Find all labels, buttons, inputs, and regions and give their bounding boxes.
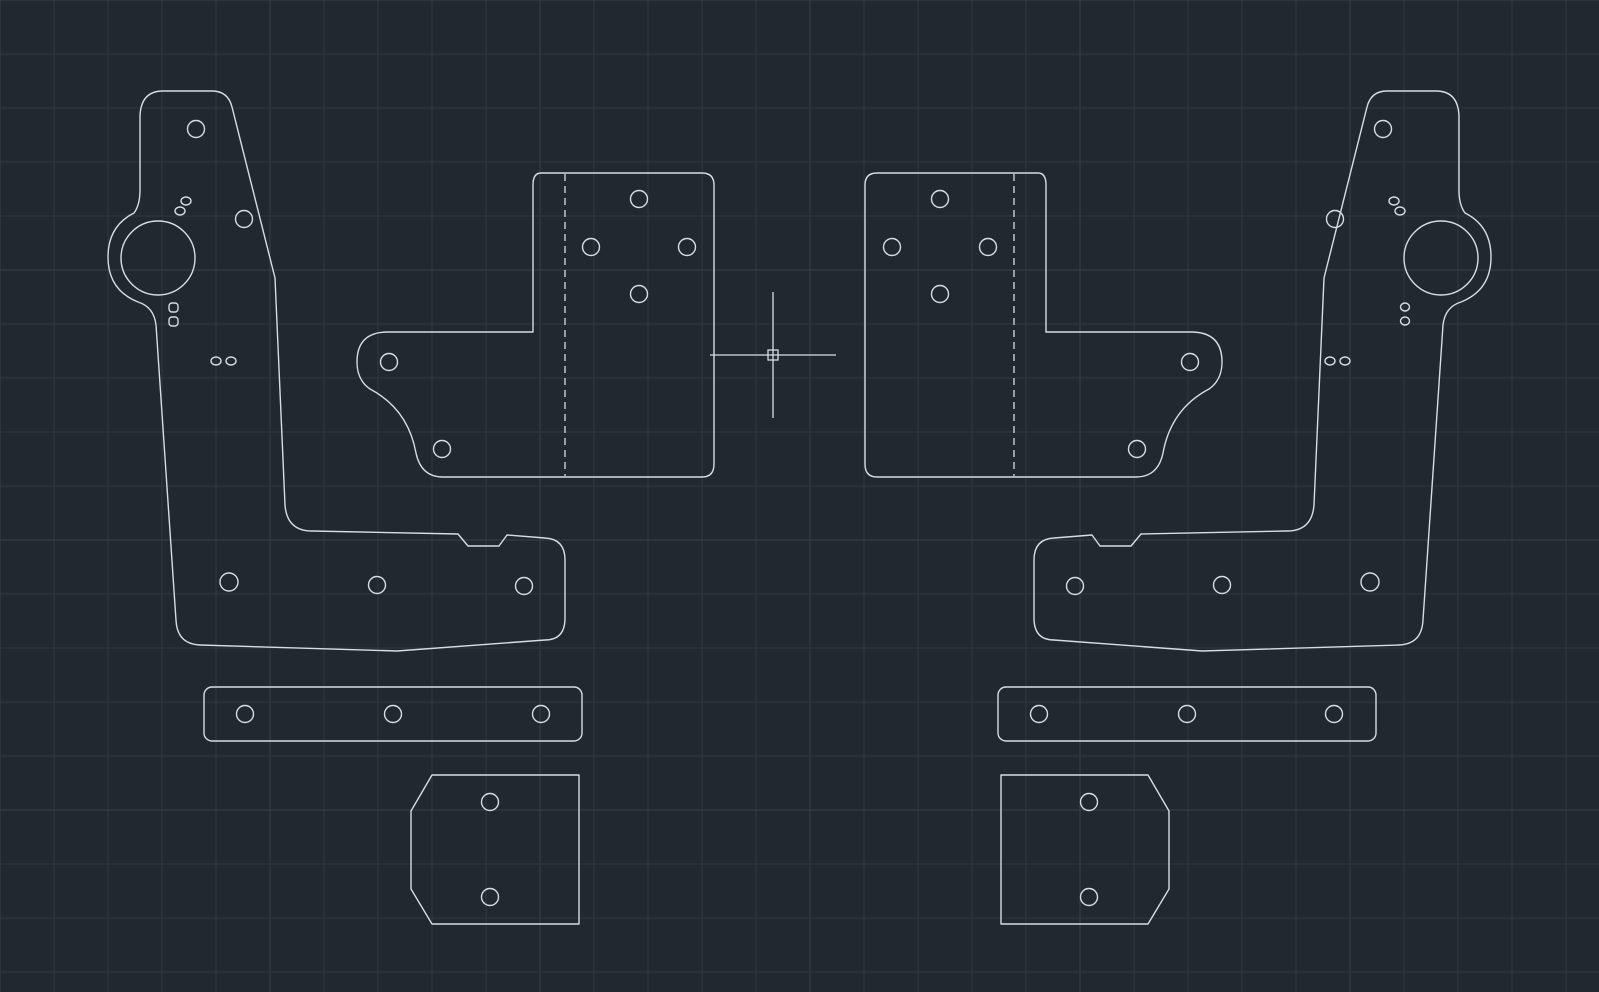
right-bar[interactable] (997, 686, 1377, 742)
left-bracket[interactable] (356, 172, 715, 478)
right-small-plate[interactable] (1000, 774, 1170, 925)
right-bracket[interactable] (864, 172, 1223, 478)
right-side-plate[interactable] (1033, 90, 1492, 652)
left-bar[interactable] (203, 686, 583, 742)
crosshair-cursor (710, 292, 836, 418)
pickbox-icon (767, 349, 779, 361)
left-side-plate[interactable] (107, 90, 566, 652)
left-small-plate[interactable] (410, 774, 580, 925)
